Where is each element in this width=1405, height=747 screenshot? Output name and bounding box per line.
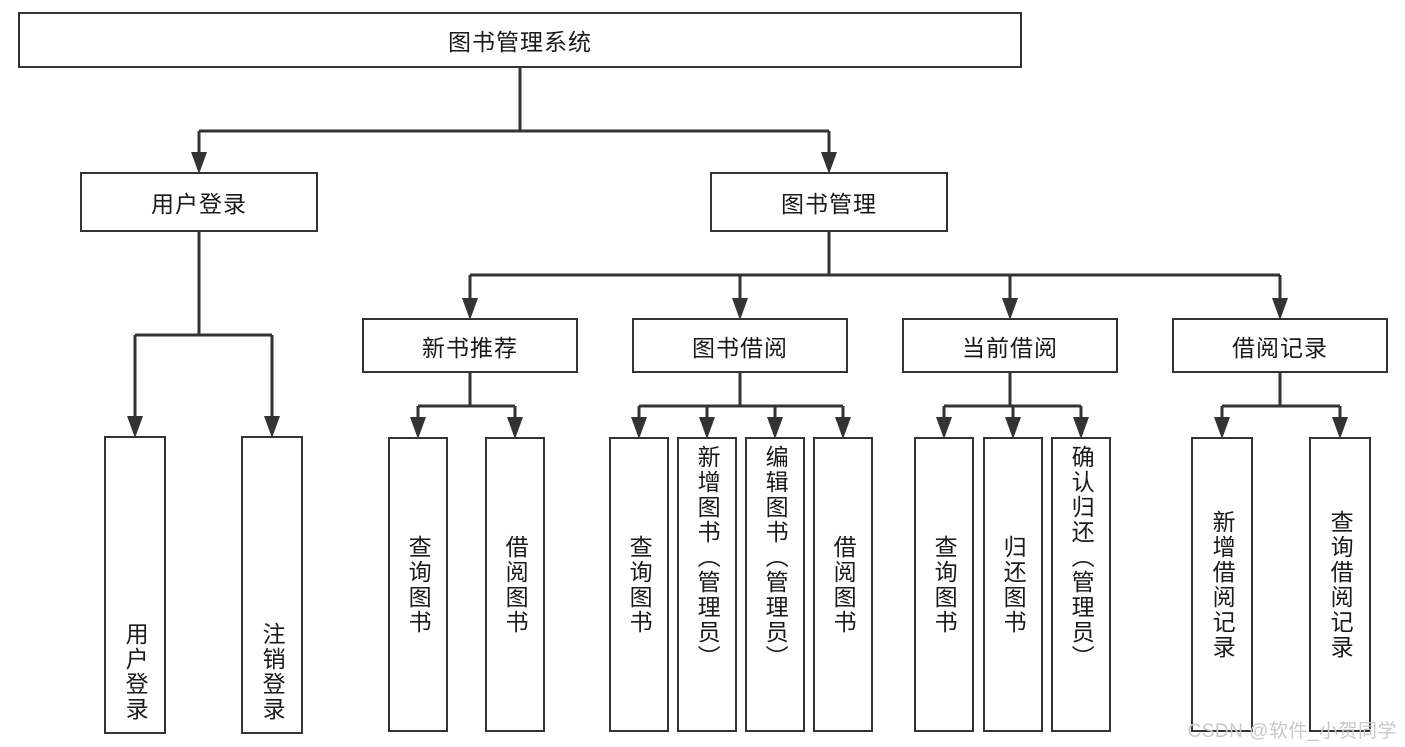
- edge-arrow-4-0: [631, 417, 647, 439]
- node-label: 图书管理: [781, 191, 877, 217]
- edge-arrow-5-0: [936, 417, 952, 439]
- edge-arrow-4-1: [699, 417, 715, 439]
- edge-arrow-5-2: [1073, 417, 1089, 439]
- node-l2c[interactable]: 当前借阅: [902, 318, 1118, 373]
- node-l2a[interactable]: 新书推荐: [362, 318, 578, 373]
- edge-arrow-3-0: [410, 417, 426, 439]
- node-label: 当前借阅: [962, 334, 1058, 361]
- node-label: 用户登录: [151, 191, 247, 217]
- node-leaf09[interactable]: 查询图书: [914, 437, 974, 732]
- node-leaf03[interactable]: 查询图书: [388, 437, 448, 732]
- node-leaf08[interactable]: 借阅图书: [813, 437, 873, 732]
- node-label: 新增图书（管理员）: [694, 445, 721, 670]
- edge-arrow-2-0: [127, 416, 143, 438]
- node-label: 借阅图书: [830, 534, 857, 635]
- node-label: 新书推荐: [422, 334, 518, 361]
- edge-arrow-5-1: [1005, 417, 1021, 439]
- node-label: 确认归还（管理员）: [1068, 445, 1095, 670]
- edge-arrow-1-3: [1272, 298, 1288, 320]
- node-label: 查询图书: [931, 534, 958, 635]
- edge-arrow-1-0: [462, 298, 478, 320]
- node-l2b[interactable]: 图书借阅: [632, 318, 848, 373]
- node-leaf06[interactable]: 新增图书（管理员）: [677, 437, 737, 732]
- node-label: 用户登录: [122, 622, 149, 722]
- node-l2d[interactable]: 借阅记录: [1172, 318, 1388, 373]
- edge-arrow-0-1: [821, 152, 837, 174]
- node-l1a[interactable]: 用户登录: [80, 172, 318, 232]
- node-label: 编辑图书（管理员）: [762, 445, 789, 670]
- node-label: 查询借阅记录: [1327, 509, 1354, 660]
- node-leaf07[interactable]: 编辑图书（管理员）: [745, 437, 805, 732]
- watermark: CSDN @软件_小贺同学: [1187, 721, 1397, 742]
- node-label: 查询图书: [626, 534, 653, 635]
- node-leaf13[interactable]: 查询借阅记录: [1309, 437, 1371, 732]
- edge-arrow-4-2: [767, 417, 783, 439]
- edge-arrow-1-1: [732, 298, 748, 320]
- node-leaf01[interactable]: 用户登录: [104, 436, 166, 734]
- edge-arrow-6-1: [1332, 417, 1348, 439]
- node-leaf10[interactable]: 归还图书: [983, 437, 1043, 732]
- node-label: 图书管理系统: [448, 29, 592, 55]
- node-label: 归还图书: [1000, 534, 1027, 635]
- edge-arrow-1-2: [1002, 298, 1018, 320]
- node-label: 图书借阅: [692, 334, 788, 361]
- node-leaf11[interactable]: 确认归还（管理员）: [1051, 437, 1111, 732]
- node-leaf12[interactable]: 新增借阅记录: [1191, 437, 1253, 732]
- edge-arrow-2-1: [264, 416, 280, 438]
- node-label: 查询图书: [405, 534, 432, 635]
- node-label: 新增借阅记录: [1209, 509, 1236, 660]
- node-leaf04[interactable]: 借阅图书: [485, 437, 545, 732]
- node-leaf05[interactable]: 查询图书: [609, 437, 669, 732]
- node-label: 借阅图书: [502, 534, 529, 635]
- node-label: 借阅记录: [1232, 334, 1328, 361]
- edge-arrow-0-0: [191, 152, 207, 174]
- node-label: 注销登录: [259, 622, 286, 722]
- edge-arrow-4-3: [835, 417, 851, 439]
- node-root[interactable]: 图书管理系统: [18, 12, 1022, 68]
- edge-arrow-6-0: [1214, 417, 1230, 439]
- node-leaf02[interactable]: 注销登录: [241, 436, 303, 734]
- node-l1b[interactable]: 图书管理: [710, 172, 948, 232]
- edge-arrow-3-1: [507, 417, 523, 439]
